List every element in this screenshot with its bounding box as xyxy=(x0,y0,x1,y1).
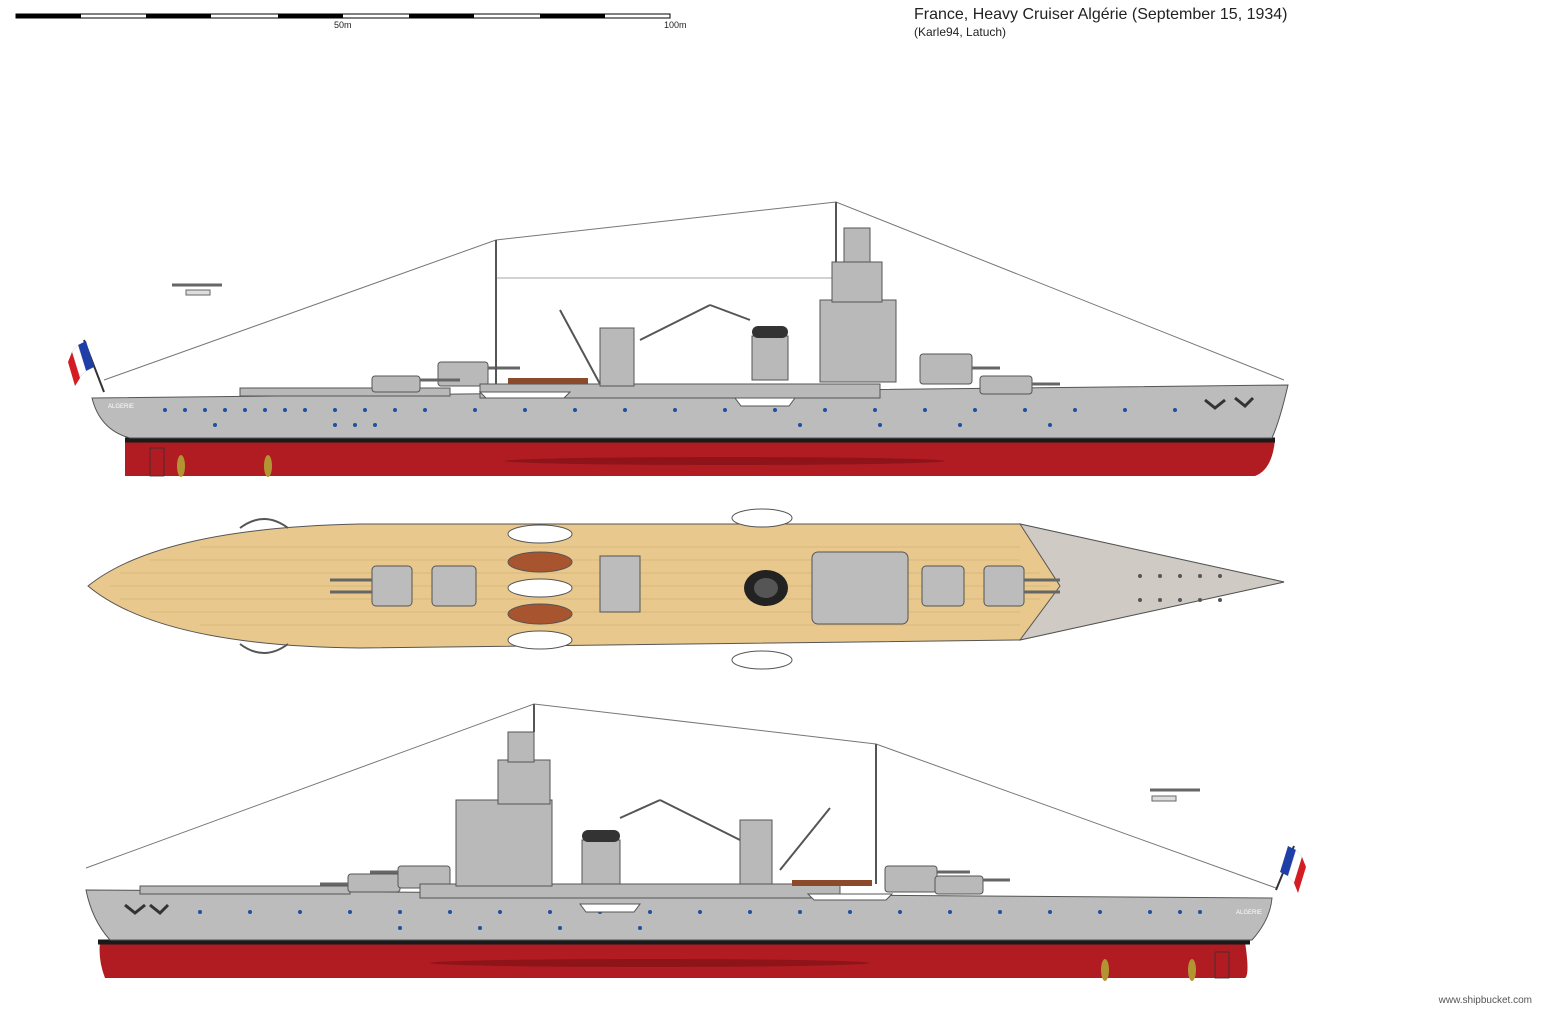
drawing-title: France, Heavy Cruiser Algérie (September… xyxy=(914,6,1288,23)
profile-view-bottom xyxy=(85,703,1306,981)
scale-label-50m: 50m xyxy=(334,20,352,30)
seaplane-icon-bottom xyxy=(1150,788,1200,802)
profile-view-top xyxy=(68,201,1289,477)
seaplane-icon xyxy=(172,283,222,296)
hull-name-bottom: ALGERIE xyxy=(1236,910,1262,916)
watermark: www.shipbucket.com xyxy=(1438,995,1532,1006)
scale-label-100m: 100m xyxy=(664,20,687,30)
hull-name-top: ALGERIE xyxy=(108,404,134,410)
french-flag-icon-bottom xyxy=(1275,845,1306,893)
hull-side xyxy=(91,384,1289,439)
drawing-credit: (Karle94, Latuch) xyxy=(914,25,1007,39)
french-flag-icon xyxy=(68,339,105,393)
plan-view xyxy=(87,508,1285,670)
scale-bar xyxy=(15,13,671,19)
